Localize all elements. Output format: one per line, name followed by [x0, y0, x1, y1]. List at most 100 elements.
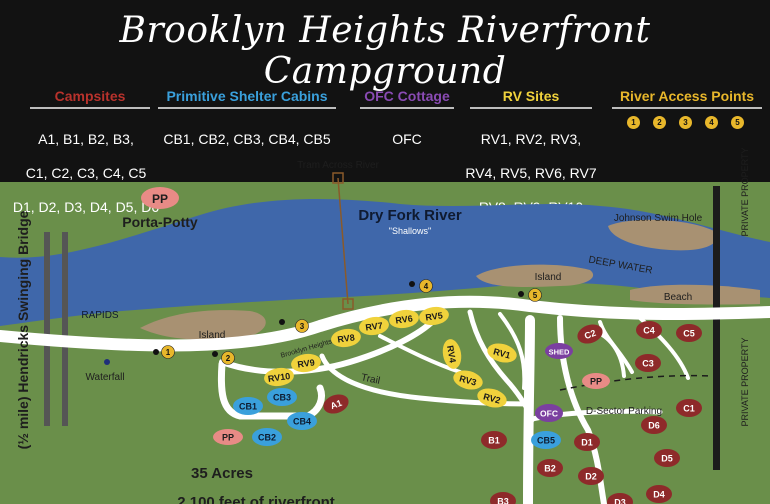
rv-site-rv3-shape [453, 370, 483, 390]
campsite-c3: C3 [635, 354, 661, 372]
rv-site-rv1-shape [487, 343, 517, 363]
rv-site-rv4-shape [442, 339, 462, 369]
tram-tower-north [332, 172, 344, 184]
cabin-cb4-shape [287, 412, 317, 430]
access-point-label: 2 [226, 354, 231, 363]
parking-boundary [559, 374, 711, 391]
access-point-shape [161, 345, 175, 359]
rv-site-rv10-shape [264, 367, 294, 387]
shed: SHED [545, 343, 573, 359]
access-dot [409, 281, 415, 287]
property-line [713, 186, 720, 470]
cabin-cb2-shape [252, 428, 282, 446]
legend-cabins-list: CB1, CB2, CB3, CB4, CB5 [158, 114, 336, 165]
access-point-label: 1 [166, 348, 171, 357]
rv-site-rv5-label: RV5 [425, 310, 444, 322]
cabin-cb5: CB5 [531, 431, 561, 449]
legend-access-point: 3 [679, 116, 692, 129]
ofc-cottage-label: OFC [540, 409, 558, 419]
access-dot [279, 319, 285, 325]
campsite-c3-label: C3 [642, 359, 654, 369]
rv-site-rv6-label: RV6 [395, 313, 414, 325]
rapids-label: RAPIDS [81, 310, 119, 321]
legend-cabins: Primitive Shelter Cabins [158, 88, 336, 109]
cabin-cb1-label: CB1 [239, 402, 257, 412]
rv-site-rv6-shape [389, 309, 419, 329]
swim-hole-label: Johnson Swim Hole [614, 213, 703, 224]
campsite-d2: D2 [578, 467, 604, 485]
campsite-d6: D6 [641, 416, 667, 434]
beach-label: Beach [664, 292, 692, 303]
bridge-post-left [44, 232, 50, 426]
legend-access: River Access Points [612, 88, 762, 109]
campsite-b3: B3 [490, 492, 516, 504]
porta-potty-left: PP [213, 429, 243, 445]
rv-site-rv2-label: RV2 [482, 391, 501, 405]
access-point-2: 2 [221, 351, 235, 365]
access-point-shape [221, 351, 235, 365]
rv-site-rv7-label: RV7 [365, 320, 384, 332]
shed-shape [545, 343, 573, 359]
rv-site-rv2-shape [477, 388, 507, 408]
campsite-d2-label: D2 [585, 472, 597, 482]
rv-site-rv3-label: RV3 [458, 373, 477, 387]
rv-site-rv2: RV2 [477, 388, 507, 408]
campsite-a1-label: A1 [329, 398, 343, 411]
beach-bank [630, 284, 760, 305]
rv-site-rv8-shape [331, 328, 361, 348]
cabin-cb2: CB2 [252, 428, 282, 446]
legend-cabins-label: Primitive Shelter Cabins [166, 88, 328, 104]
legend-cottage-line: OFC [392, 131, 422, 147]
legend-campsites-list: A1, B1, B2, B3, C1, C2, C3, C4, C5 D1, D… [0, 114, 172, 233]
campsite-b1-shape [481, 431, 507, 449]
bridge-label: (½ mile) Hendricks Swinging Bridge [15, 210, 31, 449]
access-dot [212, 351, 218, 357]
site-markers: RV1RV2RV3RV4RV5RV6RV7RV8RV9RV10CB1CB2CB3… [161, 279, 702, 504]
tram-cable [337, 177, 349, 305]
waterfall-label: Waterfall [85, 372, 124, 383]
legend-access-point: 4 [705, 116, 718, 129]
legend-campsites: Campsites [30, 88, 150, 109]
campsite-d5-label: D5 [661, 454, 673, 464]
legend-cottage-list: OFC [360, 114, 454, 165]
campsite-a1: A1 [323, 394, 349, 414]
campsite-b3-label: B3 [497, 497, 509, 504]
map-title: Brooklyn Heights Riverfront Campground [119, 10, 651, 92]
rv-site-rv4-label: RV4 [445, 345, 458, 364]
legend-rv-line: RV1, RV2, RV3, [480, 131, 582, 147]
waterfall-marker [104, 359, 110, 365]
rv-site-rv1: RV1 [487, 343, 517, 363]
trail-label: Trail [360, 372, 381, 387]
rv-site-rv1-label: RV1 [492, 346, 511, 360]
campsite-c2-shape [577, 324, 603, 344]
cabin-cb5-shape [531, 431, 561, 449]
tram-label: Tram Across River [297, 160, 380, 171]
campsite-d4-shape [646, 485, 672, 503]
campsite-c2-label: C2 [583, 328, 597, 341]
campsite-d1-label: D1 [581, 438, 593, 448]
private-property-top: PRIVATE PROPERTY [740, 147, 750, 236]
legend-access-point: 2 [653, 116, 666, 129]
rv-site-rv8-label: RV8 [337, 332, 356, 344]
legend-cottage-label: OFC Cottage [364, 88, 450, 104]
legend-cabins-line: CB1, CB2, CB3, CB4, CB5 [163, 131, 331, 147]
campsite-d5: D5 [654, 449, 680, 467]
access-point-label: 3 [300, 322, 305, 331]
access-point-shape [419, 279, 433, 293]
cabin-cb3: CB3 [267, 388, 297, 406]
campsite-c4-shape [636, 321, 662, 339]
rv-site-rv7-shape [359, 316, 389, 336]
rv-site-rv9: RV9 [291, 353, 321, 373]
access-point-5: 5 [528, 288, 542, 302]
ofc-cottage: OFC [535, 404, 563, 422]
shed-label: SHED [549, 348, 570, 357]
porta-potty-left-label: PP [222, 433, 234, 443]
access-point-shape [528, 288, 542, 302]
legend-rv-label: RV Sites [502, 88, 560, 104]
campsite-d4-label: D4 [653, 490, 665, 500]
access-point-1: 1 [161, 345, 175, 359]
rv-site-rv9-shape [291, 353, 321, 373]
tram-tower-south [342, 298, 354, 310]
acres-label: 35 Acres [191, 465, 253, 482]
campsite-d4: D4 [646, 485, 672, 503]
